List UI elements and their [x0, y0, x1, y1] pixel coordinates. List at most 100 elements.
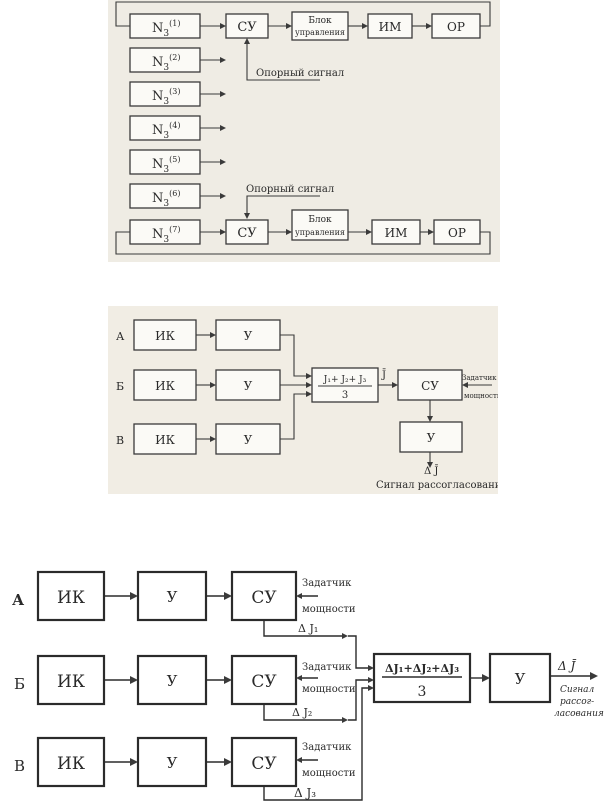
- u-box-b: У: [215, 369, 281, 401]
- control-block-bottom: Блок управления: [291, 209, 349, 241]
- diagram-1-panel: N3(1) N3(2) N3(3) N3(4) N3(5) N3(6) N3(7…: [108, 0, 500, 262]
- ref-line-top: [246, 42, 320, 81]
- u-box-b3: У: [136, 654, 208, 706]
- svg-text:N3(7): N3(7): [152, 225, 180, 245]
- ik-box-b: ИК: [133, 369, 197, 401]
- row-label-b: Б: [116, 380, 124, 393]
- svg-text:У: У: [167, 588, 178, 606]
- svg-text:СУ: СУ: [251, 754, 277, 774]
- svg-text:ОР: ОР: [447, 20, 465, 34]
- or-box-bottom: ОР: [433, 219, 481, 245]
- n-box-5: N3(5): [129, 149, 201, 175]
- su-box-b3: СУ: [230, 654, 298, 706]
- n-box-1: N3(1): [129, 13, 201, 39]
- mismatch-label-2: Сигнал рассогласования: [376, 480, 498, 491]
- svg-text:У: У: [515, 670, 526, 688]
- ref-label-top: Опорный сигнал: [256, 68, 344, 79]
- mismatch-3-1: Сигнал: [560, 685, 595, 695]
- ik-box-v: ИК: [133, 423, 197, 455]
- diagram-2-panel: А Б В ИК У ИК У ИК У J₁+ J₂+ J₃ 3 J̄ СУ …: [108, 306, 498, 494]
- im-box-top: ИМ: [367, 13, 413, 39]
- u-box-a3: У: [136, 570, 208, 622]
- svg-text:Блок: Блок: [308, 16, 332, 26]
- svg-text:СУ: СУ: [237, 226, 257, 241]
- svg-text:ИК: ИК: [155, 433, 175, 447]
- n-box-2: N3(2): [129, 47, 201, 73]
- or-box-top: ОР: [431, 13, 481, 39]
- delta-j-out-2: Δ J̄: [424, 465, 438, 477]
- svg-text:N3(4): N3(4): [152, 121, 180, 141]
- ik-box-a3: ИК: [36, 570, 106, 622]
- diagram-3-svg: А Б В ИК У СУ Задатчик мощности Δ J₁ ИК …: [12, 570, 604, 801]
- im-box-bottom: ИМ: [371, 219, 421, 245]
- ref-label-bottom: Опорный сигнал: [246, 184, 334, 195]
- row-label-v: В: [116, 434, 124, 447]
- svg-text:У: У: [167, 672, 178, 690]
- svg-text:ИК: ИК: [57, 754, 85, 774]
- n-box-3: N3(3): [129, 81, 201, 107]
- mismatch-3-2: рассог-: [560, 697, 594, 707]
- setter-b3-1: Задатчик: [302, 662, 352, 673]
- average-block: J₁+ J₂+ J₃ 3: [311, 367, 379, 403]
- su-box-v3: СУ: [230, 736, 298, 788]
- svg-text:управления: управления: [295, 228, 345, 237]
- svg-text:У: У: [244, 379, 253, 393]
- u-out-box-3: У: [488, 652, 552, 704]
- ref-line-bottom: [246, 195, 320, 214]
- svg-text:ИК: ИК: [155, 329, 175, 343]
- svg-text:СУ: СУ: [251, 672, 277, 692]
- su-box-a3: СУ: [230, 570, 298, 622]
- ik-box-v3: ИК: [36, 736, 106, 788]
- average-block-3: ΔJ₁+ΔJ₂+ΔJ₃ 3: [372, 652, 472, 704]
- row-label-a: А: [116, 330, 125, 343]
- control-block-top: Блок управления: [291, 11, 349, 41]
- ik-box-b3: ИК: [36, 654, 106, 706]
- diagram-2-svg: А Б В ИК У ИК У ИК У J₁+ J₂+ J₃ 3 J̄ СУ …: [116, 319, 498, 491]
- n-box-4: N3(4): [129, 115, 201, 141]
- dj3-label: Δ J₃: [294, 786, 316, 800]
- svg-text:ИК: ИК: [57, 588, 85, 608]
- dj2-label: Δ J₂: [292, 706, 312, 719]
- svg-text:N3(6): N3(6): [152, 189, 180, 209]
- svg-text:СУ: СУ: [251, 588, 277, 608]
- svg-text:У: У: [244, 329, 253, 343]
- mismatch-3-3: ласования: [554, 709, 604, 719]
- j-bar-label: J̄: [381, 369, 386, 381]
- setter-b3-2: мощности: [302, 684, 356, 695]
- u-out-box-2: У: [399, 421, 463, 453]
- setter-a3-1: Задатчик: [302, 578, 352, 589]
- setter-a3-2: мощности: [302, 604, 356, 615]
- svg-text:N3(5): N3(5): [152, 155, 180, 175]
- dj1-label: Δ J₁: [298, 622, 318, 635]
- setter-v3-2: мощности: [302, 768, 356, 779]
- svg-text:3: 3: [342, 390, 348, 401]
- svg-text:ИМ: ИМ: [379, 20, 402, 34]
- svg-text:СУ: СУ: [237, 20, 257, 35]
- svg-text:ΔJ₁+ΔJ₂+ΔJ₃: ΔJ₁+ΔJ₂+ΔJ₃: [385, 662, 459, 675]
- row-label-v3: В: [14, 757, 25, 775]
- feedback-loop-top: [115, 1, 491, 27]
- su-box-2: СУ: [397, 369, 463, 401]
- svg-text:У: У: [167, 754, 178, 772]
- svg-text:У: У: [427, 431, 436, 445]
- u-box-a: У: [215, 319, 281, 351]
- su-box-bottom: СУ: [225, 219, 269, 245]
- diagram-1-svg: N3(1) N3(2) N3(3) N3(4) N3(5) N3(6) N3(7…: [115, 1, 491, 255]
- svg-text:ИМ: ИМ: [385, 226, 408, 240]
- svg-text:Блок: Блок: [308, 215, 332, 225]
- n-box-6: N3(6): [129, 183, 201, 209]
- su-box-top: СУ: [225, 13, 269, 39]
- svg-text:N3(3): N3(3): [152, 87, 180, 107]
- ik-box-a: ИК: [133, 319, 197, 351]
- stub-arrows: [200, 57, 226, 199]
- row-label-b3: Б: [14, 675, 25, 693]
- svg-text:N3(1): N3(1): [152, 19, 180, 39]
- row-label-a3: А: [12, 591, 25, 609]
- svg-text:J₁+ J₂+ J₃: J₁+ J₂+ J₃: [323, 375, 367, 385]
- svg-text:управления: управления: [295, 28, 345, 37]
- delta-j-out-3: Δ J̄: [557, 658, 577, 673]
- svg-text:ИК: ИК: [57, 672, 85, 692]
- setter-label-2a: Задатчик: [462, 374, 497, 382]
- svg-text:N3(2): N3(2): [152, 53, 180, 73]
- svg-text:У: У: [244, 433, 253, 447]
